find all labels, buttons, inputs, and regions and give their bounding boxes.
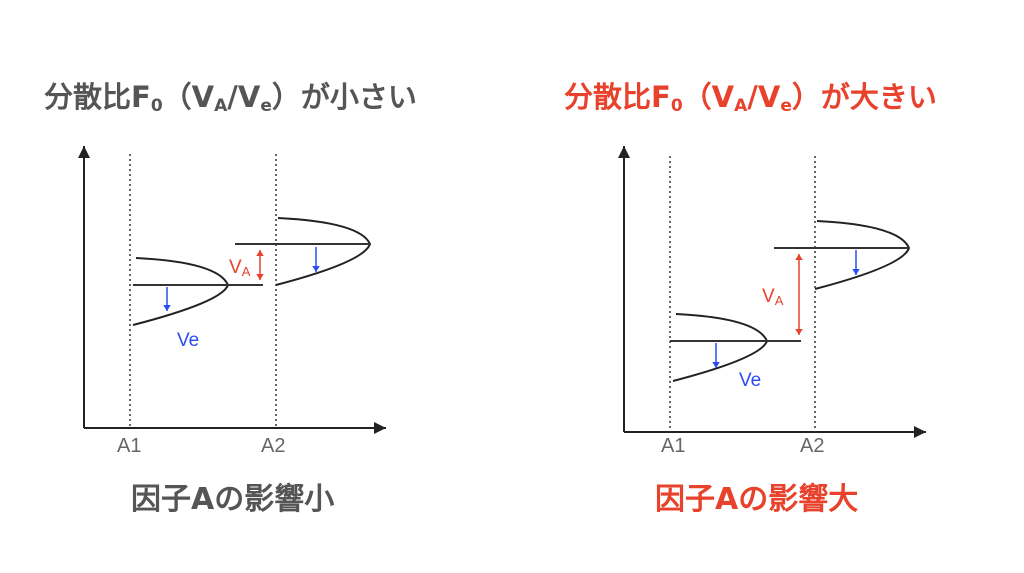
right-title: 分散比F0（VA/Ve）が大きい — [564, 80, 937, 116]
tick-a1: A1 — [117, 435, 141, 457]
a2-distribution-curve — [275, 217, 372, 286]
left-caption: 因子Aの影響小 — [131, 482, 335, 517]
va-label: VA — [229, 257, 251, 279]
left-diagram: VA Ve A1 A2 — [78, 146, 386, 457]
tick-a2: A2 — [800, 435, 824, 457]
right-diagram: VA Ve A1 A2 — [618, 146, 926, 457]
right-caption: 因子Aの影響大 — [655, 482, 859, 517]
a2-distribution-curve — [814, 220, 911, 290]
a1-distribution-curve — [132, 257, 230, 326]
ve-label: Ve — [739, 370, 761, 391]
va-label: VA — [762, 286, 784, 308]
ve-label: Ve — [177, 330, 199, 351]
tick-a1: A1 — [661, 435, 685, 457]
tick-a2: A2 — [261, 435, 285, 457]
left-title: 分散比F0（VA/Ve）が小さい — [44, 80, 417, 116]
